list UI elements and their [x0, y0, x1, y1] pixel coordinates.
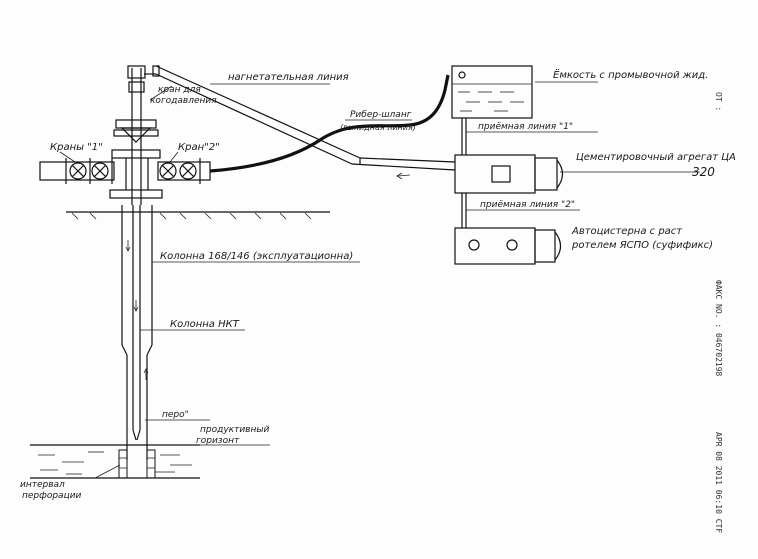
cementer-label: Цементировочный агрегат ЦА	[576, 152, 736, 163]
intake-2-label: приёмная линия "2"	[480, 200, 575, 210]
productive-horizon	[30, 444, 200, 479]
tank-truck	[454, 227, 562, 265]
gauge-valve-label: кран для	[158, 85, 201, 95]
tank-label: Ёмкость с промывочной жид.	[553, 68, 708, 81]
shoe-label: перо"	[162, 410, 189, 420]
valve-2-label: Кран"2"	[178, 142, 220, 153]
flow-arrows-well	[125, 240, 149, 380]
cementer-number: 320	[692, 165, 715, 179]
perforation-label-1: интервал	[20, 480, 65, 490]
perforation-zone	[118, 449, 156, 479]
ground-surface	[66, 211, 330, 220]
zone-label-2: горизонт	[196, 436, 240, 446]
hose-label: Рибер-шланг	[350, 110, 412, 120]
labels: нагнетательная линия кран для когодавлен…	[20, 68, 736, 501]
tubing-column	[132, 205, 141, 441]
injection-line	[155, 65, 456, 180]
hose-label-2: (выкидная линия)	[340, 123, 416, 132]
wellhead	[109, 65, 163, 205]
valve-1-label: Краны "1"	[50, 142, 103, 153]
leader-lines	[59, 81, 700, 479]
fax-stamps: ФАКС NO. : 046702198 APR 08 2011 06:10 C…	[714, 92, 723, 533]
rubber-hose	[209, 74, 450, 173]
fax-number-stamp: ФАКС NO. : 046702198	[714, 280, 723, 377]
zone-label-1: продуктивный	[200, 425, 269, 435]
tubing-label: Колонна НКТ	[170, 319, 240, 330]
intake-1-label: приёмная линия "1"	[478, 122, 573, 132]
valve-2-line	[157, 158, 211, 184]
casing-label: Колонна 168/146 (эксплуатационна)	[160, 251, 353, 262]
injection-line-label: нагнетательная линия	[228, 72, 349, 83]
gauge-valve-label-2: когодавления	[150, 96, 217, 106]
fax-date-stamp: APR 08 2011 06:10 CTF	[714, 432, 723, 533]
cementing-unit	[454, 154, 564, 194]
truck-label-1: Автоцистерна с раст	[571, 226, 683, 237]
fax-from-stamp: OT :	[714, 92, 723, 111]
perforation-label-2: перфорации	[22, 491, 82, 501]
casing-column	[121, 205, 153, 460]
truck-label-2: ротелем ЯСПО (суфификс)	[571, 240, 713, 251]
valves-1-line	[39, 158, 115, 184]
tank-with-fluid	[451, 65, 533, 119]
